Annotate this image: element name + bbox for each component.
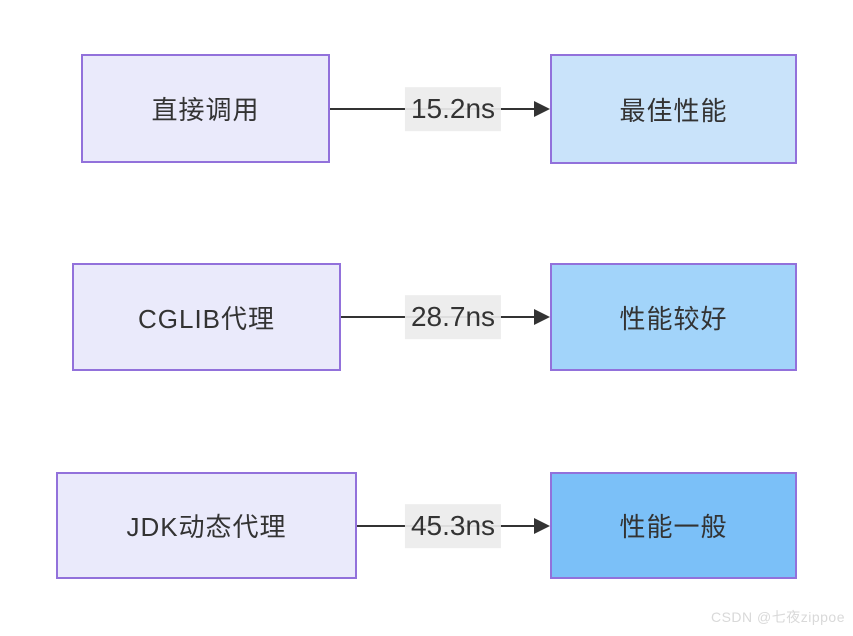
csdn-watermark: CSDN @七夜zippoe: [710, 609, 845, 625]
node-good-performance: 性能较好: [550, 263, 797, 371]
time-value-row2: 28.7ns: [410, 301, 496, 333]
node-cglib-proxy-label: CGLIB代理: [137, 303, 276, 334]
time-label-row1: 15.2ns: [404, 87, 502, 131]
time-value-row1: 15.2ns: [410, 93, 496, 125]
time-label-row2: 28.7ns: [404, 295, 502, 339]
node-average-performance: 性能一般: [550, 472, 797, 579]
node-average-performance-label: 性能一般: [619, 512, 728, 542]
node-best-performance-label: 最佳性能: [619, 95, 728, 126]
time-value-row3: 45.3ns: [410, 510, 496, 542]
arrowhead-icon-row2: [534, 309, 550, 325]
time-label-row3: 45.3ns: [404, 504, 502, 548]
node-best-performance: 最佳性能: [550, 54, 797, 164]
arrowhead-icon-row1: [534, 101, 550, 117]
node-good-performance-label: 性能较好: [619, 303, 728, 334]
node-cglib-proxy: CGLIB代理: [72, 263, 341, 371]
node-direct-call: 直接调用: [81, 54, 330, 163]
arrowhead-icon-row3: [534, 518, 550, 534]
node-jdk-dynamic-proxy: JDK动态代理: [56, 472, 357, 579]
node-direct-call-label: 直接调用: [151, 95, 260, 125]
node-jdk-dynamic-proxy-label: JDK动态代理: [126, 512, 287, 542]
